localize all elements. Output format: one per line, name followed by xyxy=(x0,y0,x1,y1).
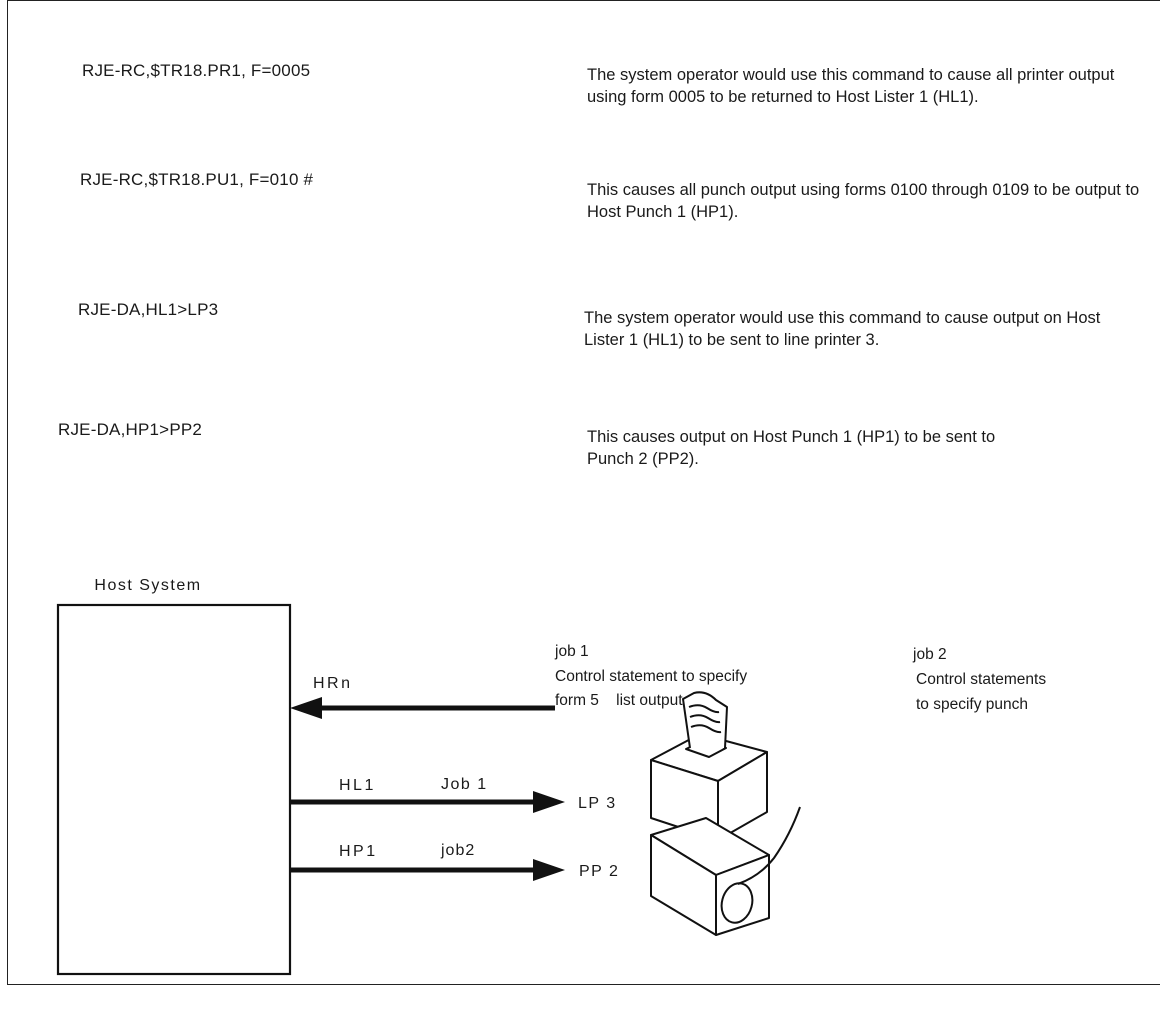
hp1-job-label: job2 xyxy=(440,842,475,859)
job1-line2: form 5 list output xyxy=(555,692,683,709)
lp3-label: LP 3 xyxy=(578,795,617,812)
hl1-job-label: Job 1 xyxy=(441,776,488,793)
job1-line1: Control statement to specify xyxy=(555,668,747,685)
job2-line1: Control statements xyxy=(916,671,1046,688)
line-printer-icon xyxy=(651,692,767,840)
pp2-label: PP 2 xyxy=(579,863,619,880)
host-system-box xyxy=(58,605,290,974)
host-system-title: Host System xyxy=(94,577,201,594)
job2-line2: to specify punch xyxy=(916,696,1028,713)
hp1-arrow xyxy=(290,859,565,881)
hp1-label: HP1 xyxy=(339,843,378,860)
job2-title: job 2 xyxy=(912,646,947,663)
hl1-label: HL1 xyxy=(339,777,376,794)
job1-title: job 1 xyxy=(554,643,589,660)
hrn-label: HRn xyxy=(313,675,353,692)
hl1-arrow xyxy=(290,791,565,813)
hrn-arrow xyxy=(290,697,555,719)
